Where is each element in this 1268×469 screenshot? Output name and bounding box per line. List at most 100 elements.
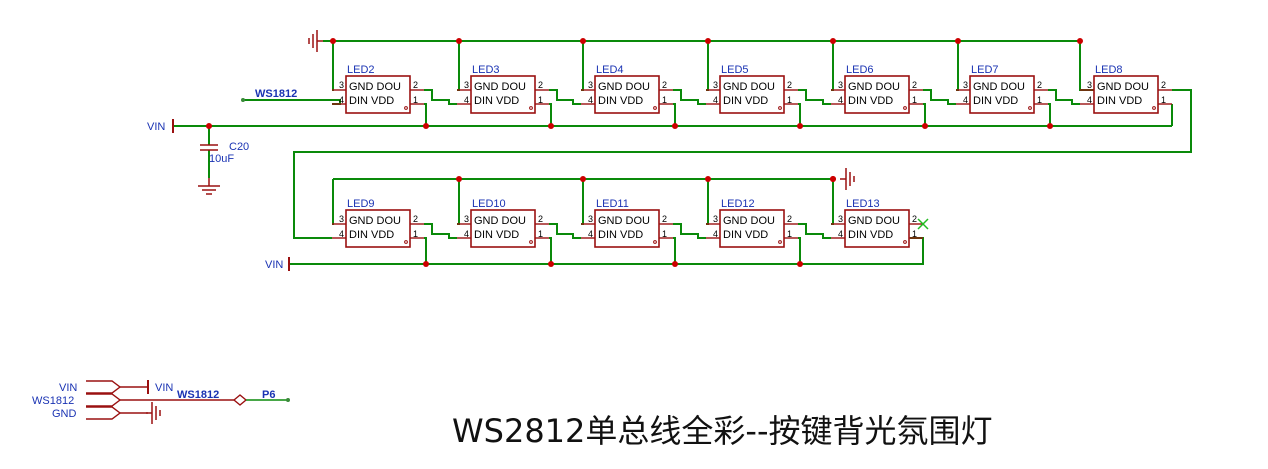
led-pin-names: DIN VDD	[723, 229, 768, 241]
led-body	[719, 209, 785, 248]
pin-number: 2	[787, 214, 792, 224]
pin-number: 4	[464, 95, 469, 105]
led-pin-names: GND DOU	[598, 215, 650, 227]
pin-number: 3	[588, 214, 593, 224]
gnd-drop	[457, 41, 460, 91]
led-body	[345, 75, 411, 114]
pin-number: 2	[912, 80, 917, 90]
connector-pin-vin: VIN	[59, 382, 77, 394]
led-ref-label: LED5	[721, 64, 749, 76]
data-chain	[923, 89, 956, 105]
gnd-drop	[831, 41, 834, 91]
led-pin-names: DIN VDD	[723, 95, 768, 107]
led-component	[831, 209, 923, 248]
junction-dot	[955, 38, 961, 44]
led-pin-names: DIN VDD	[349, 95, 394, 107]
led-component	[706, 209, 798, 248]
polarity-dot	[529, 106, 533, 110]
junction-dot	[672, 123, 678, 129]
junction-dot	[456, 176, 462, 182]
junction-dot	[797, 123, 803, 129]
junction-dot	[672, 261, 678, 267]
gnd-drop	[706, 41, 709, 91]
led-ref-label: LED11	[596, 198, 629, 210]
led-pin-names: GND DOU	[474, 215, 526, 227]
pin-number: 2	[1037, 80, 1042, 90]
capacitor-ref: C20	[229, 141, 249, 153]
gnd-drop	[831, 179, 834, 225]
led-pin-names: DIN VDD	[848, 95, 893, 107]
pin-number: 1	[1037, 95, 1042, 105]
led-component	[1080, 75, 1172, 114]
polarity-dot	[404, 106, 408, 110]
junction-dot	[206, 123, 212, 129]
pin-number: 1	[1161, 95, 1166, 105]
polarity-dot	[1152, 106, 1156, 110]
pin-number: 3	[1087, 80, 1092, 90]
led-ref-label: LED6	[846, 64, 874, 76]
net-label-vin-bottom: VIN	[265, 259, 283, 271]
pin-number: 2	[662, 214, 667, 224]
pin-number: 4	[713, 95, 718, 105]
data-chain	[549, 223, 581, 239]
pin-number: 3	[838, 214, 843, 224]
pin-number: 3	[713, 214, 718, 224]
junction-dot	[830, 176, 836, 182]
led-body	[594, 75, 660, 114]
pin-number: 3	[339, 80, 344, 90]
pin-number: 1	[662, 229, 667, 239]
pin-number: 4	[963, 95, 968, 105]
vdd-drop	[923, 103, 926, 126]
led-body	[594, 209, 660, 248]
pin-number: 3	[464, 80, 469, 90]
led-ref-label: LED9	[347, 198, 375, 210]
vdd-drop	[1048, 103, 1051, 126]
led-pin-names: DIN VDD	[598, 229, 643, 241]
led-ref-label: LED8	[1095, 64, 1123, 76]
junction-dot	[423, 123, 429, 129]
vdd-drop	[673, 103, 676, 126]
pin-number: 3	[963, 80, 968, 90]
gnd-drop	[332, 179, 334, 225]
pin-number: 4	[713, 229, 718, 239]
led-pin-names: DIN VDD	[848, 229, 893, 241]
led-ref-label: LED13	[846, 198, 880, 210]
data-chain	[673, 89, 706, 105]
pin-number: 1	[413, 229, 418, 239]
no-connect-icon	[917, 218, 929, 230]
pin-number: 2	[413, 214, 418, 224]
led-ref-label: LED3	[472, 64, 500, 76]
led-ref-label: LED7	[971, 64, 999, 76]
ground-icon	[308, 30, 323, 52]
gnd-drop	[581, 179, 584, 225]
led-pin-names: GND DOU	[848, 215, 900, 227]
led-pin-names: DIN VDD	[973, 95, 1018, 107]
junction-dot	[705, 38, 711, 44]
pin-number: 4	[838, 229, 843, 239]
junction-dot	[922, 123, 928, 129]
junction-dot	[580, 38, 586, 44]
junction-dot	[330, 38, 336, 44]
port-label-p6: P6	[262, 389, 275, 401]
led-component	[581, 209, 673, 248]
data-chain	[424, 223, 457, 239]
pin-number: 1	[538, 95, 543, 105]
pin-number: 2	[413, 80, 418, 90]
junction-dot	[830, 38, 836, 44]
junction-dot	[705, 176, 711, 182]
led-body	[345, 209, 411, 248]
pin-number: 3	[838, 80, 843, 90]
pin-number: 1	[787, 95, 792, 105]
pin-number: 3	[339, 214, 344, 224]
data-chain	[1048, 89, 1080, 105]
polarity-dot	[404, 240, 408, 244]
data-in-wire	[243, 99, 341, 105]
led-body	[969, 75, 1035, 114]
symbols-layer	[86, 30, 1172, 424]
data-chain	[798, 223, 831, 239]
pin-number: 1	[413, 95, 418, 105]
data-chain	[798, 89, 831, 105]
pin-number: 3	[713, 80, 718, 90]
pin-number: 1	[912, 95, 917, 105]
led-body	[719, 75, 785, 114]
